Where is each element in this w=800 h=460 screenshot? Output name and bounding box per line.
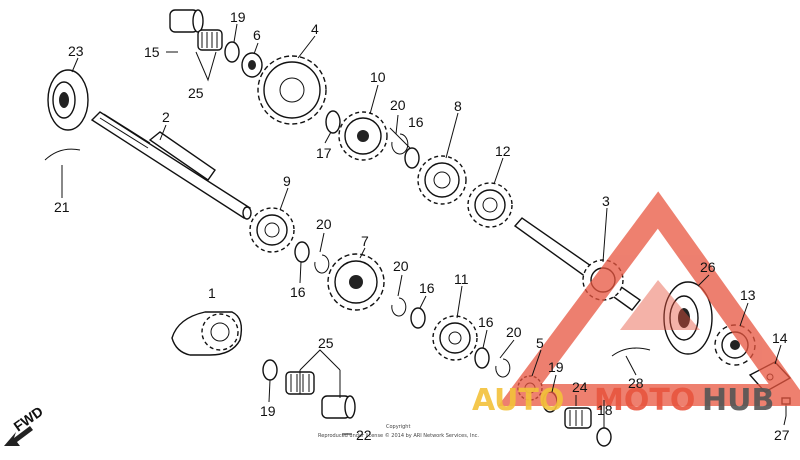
collar-part xyxy=(321,395,356,419)
callout-25b: 25 xyxy=(318,335,334,351)
gear-12-part xyxy=(467,182,513,228)
gear-7-part xyxy=(327,253,385,311)
callout-19a: 19 xyxy=(230,9,246,25)
snap-ring-part xyxy=(611,347,651,357)
watermark-text-a: A xyxy=(472,383,496,418)
callout-16c: 16 xyxy=(419,280,435,296)
bushing-part xyxy=(294,241,310,263)
callout-5: 5 xyxy=(536,335,544,351)
copyright-line1: Copyright xyxy=(386,424,410,430)
copyright-line2: Reproduced under license © 2014 by ARI N… xyxy=(318,432,479,439)
callout-3: 3 xyxy=(602,193,610,209)
circlip-part xyxy=(495,358,511,378)
bushing-part xyxy=(404,147,420,169)
callout-26: 26 xyxy=(700,259,716,275)
callout-16b: 16 xyxy=(290,284,306,300)
bearing-part xyxy=(47,69,89,131)
callout-12: 12 xyxy=(495,143,511,159)
watermark-text-hub: HUB xyxy=(702,383,774,418)
callout-labels: 1 2 3 4 5 6 7 8 9 10 11 12 13 14 15 16 1… xyxy=(54,9,790,443)
circlip-part xyxy=(391,297,407,317)
callout-27: 27 xyxy=(774,427,790,443)
callout-16d: 16 xyxy=(478,314,494,330)
gear-8-part xyxy=(417,155,467,205)
callout-11: 11 xyxy=(454,271,469,287)
main-shaft-part xyxy=(90,111,252,220)
callout-22: 22 xyxy=(356,427,372,443)
bushing-part xyxy=(474,347,490,369)
callout-20c: 20 xyxy=(393,258,409,274)
gear-4-part xyxy=(257,55,327,125)
watermark-text-moto: MOTO xyxy=(594,383,695,418)
washer-part xyxy=(262,359,278,381)
callout-20a: 20 xyxy=(390,97,406,113)
washer-part xyxy=(224,41,240,63)
leader-lines xyxy=(61,23,787,428)
watermark-text-uto: UTO xyxy=(494,383,564,418)
gear-10-part xyxy=(338,111,388,161)
callout-15: 15 xyxy=(144,44,160,60)
circlip-part xyxy=(314,254,330,274)
callout-7: 7 xyxy=(361,233,369,249)
callout-20b: 20 xyxy=(316,216,332,232)
callout-19b: 19 xyxy=(260,403,276,419)
callout-9: 9 xyxy=(283,173,291,189)
callout-28: 28 xyxy=(628,375,644,391)
callout-19c: 19 xyxy=(548,359,564,375)
kick-starter-part xyxy=(171,311,243,356)
callout-24: 24 xyxy=(572,379,588,395)
washer-part xyxy=(325,110,341,134)
callout-4: 4 xyxy=(311,21,319,37)
needle-bearing-part xyxy=(564,407,592,429)
snap-ring-part xyxy=(44,148,81,161)
callout-25a: 25 xyxy=(188,85,204,101)
washer-part xyxy=(596,427,612,447)
needle-bearing-part xyxy=(197,29,223,51)
watermark-logo xyxy=(498,191,800,406)
callout-1: 1 xyxy=(208,285,216,301)
callout-21: 21 xyxy=(54,199,70,215)
callout-6: 6 xyxy=(253,27,261,43)
callout-17: 17 xyxy=(316,145,332,161)
callout-2: 2 xyxy=(162,109,170,125)
callout-16a: 16 xyxy=(408,114,424,130)
callout-13: 13 xyxy=(740,287,756,303)
bearing-part xyxy=(663,281,713,355)
callout-14: 14 xyxy=(772,330,788,346)
callout-20d: 20 xyxy=(506,324,522,340)
gear-11-part xyxy=(432,315,478,361)
bushing-part xyxy=(410,307,426,329)
watermark-text: A UTO MOTO HUB xyxy=(472,383,774,418)
bushing-part xyxy=(241,52,263,78)
callout-8: 8 xyxy=(454,98,462,114)
collar-part xyxy=(169,9,204,33)
callout-10: 10 xyxy=(370,69,386,85)
callout-18: 18 xyxy=(597,402,613,418)
gear-9-part xyxy=(249,207,295,253)
circlip-part xyxy=(391,133,409,155)
callout-23: 23 xyxy=(68,43,84,59)
fwd-arrow-icon xyxy=(4,426,33,446)
